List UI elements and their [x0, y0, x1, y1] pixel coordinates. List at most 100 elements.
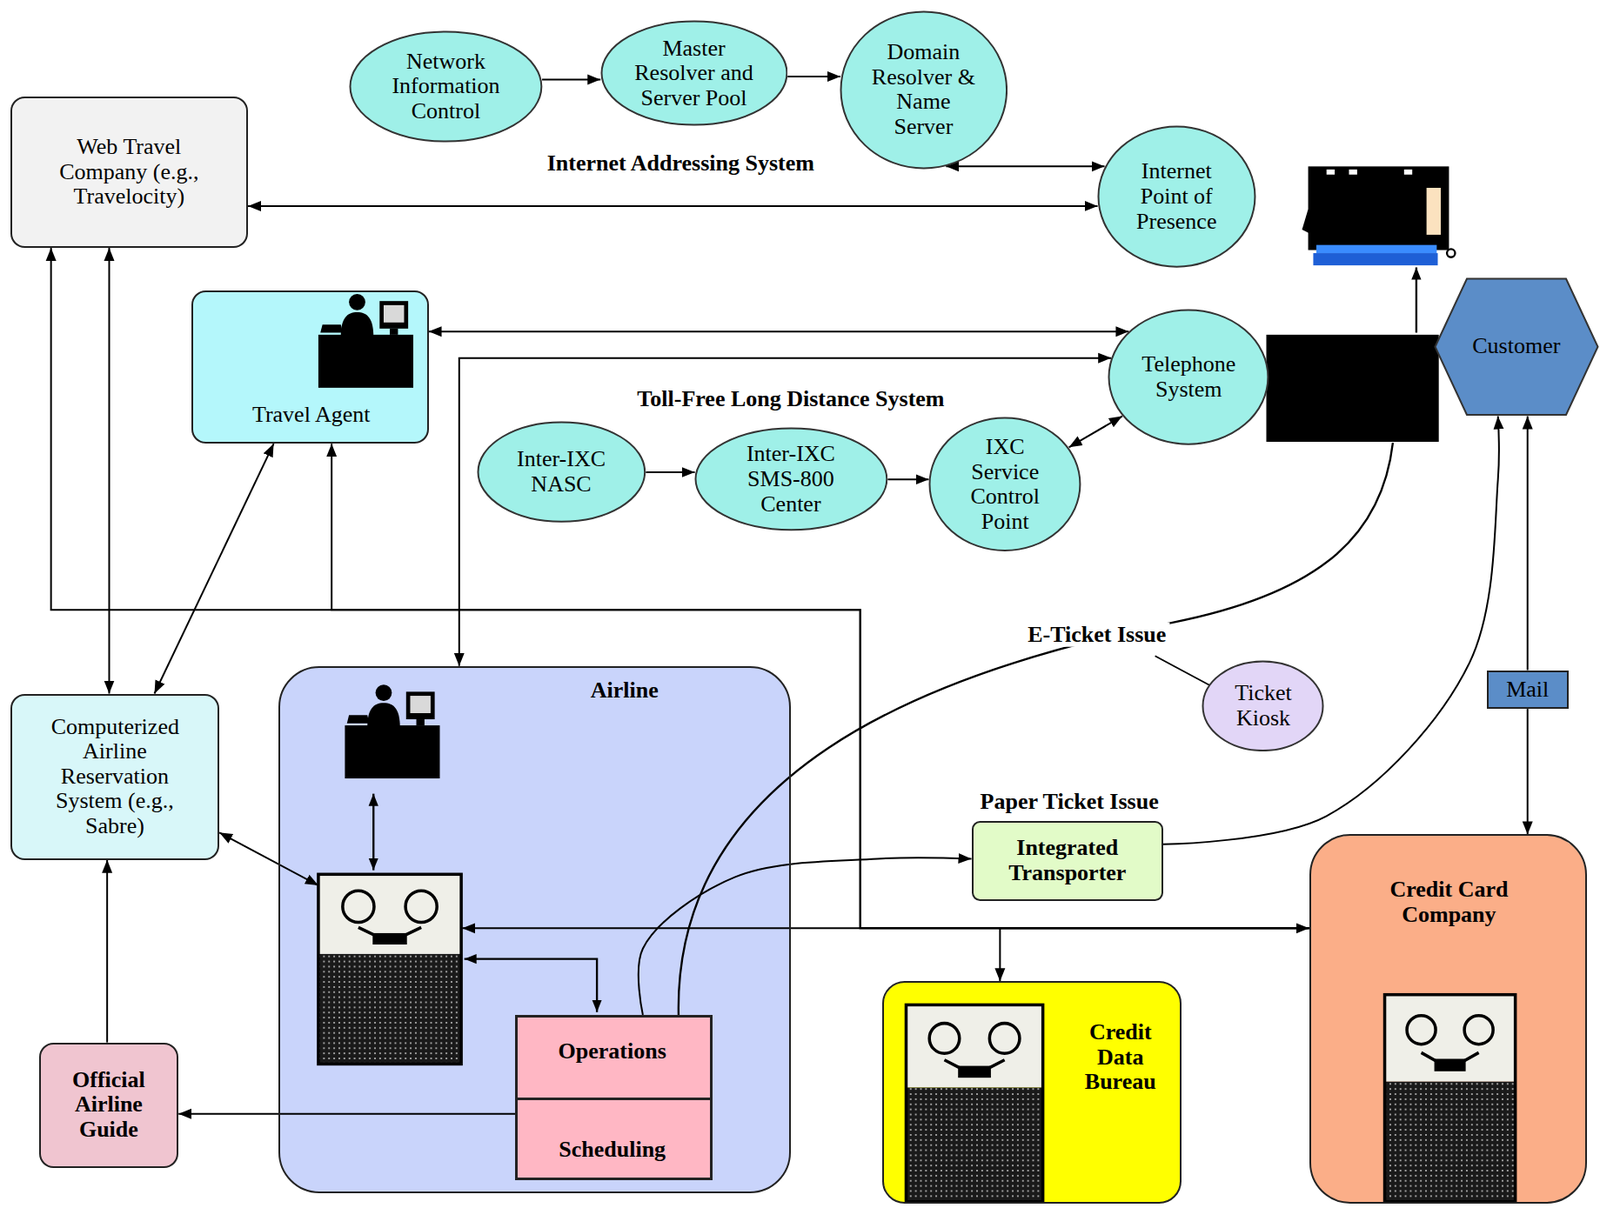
- drawing-part: [477, 422, 645, 523]
- drawing-part: [1385, 995, 1516, 1203]
- desk-tape-arrow: [372, 794, 375, 871]
- node-text: Travel Agent: [252, 402, 371, 429]
- connector: [1526, 709, 1529, 835]
- drawing-part: [1434, 1059, 1467, 1072]
- drawing-part: [930, 418, 1081, 551]
- drawing-part: [905, 1004, 1043, 1202]
- node-text: Mail: [1506, 677, 1549, 703]
- drawing-part: [905, 1087, 1043, 1202]
- drawing-part: [367, 702, 401, 728]
- drawing-part: [416, 719, 425, 726]
- drawing-part: [601, 21, 787, 126]
- drawing-part: [1426, 187, 1441, 235]
- drawing-part: [348, 294, 366, 311]
- connector: [887, 478, 929, 481]
- drawing-part: [347, 715, 370, 724]
- desk-clerk-icon: [344, 684, 440, 779]
- operations-box: OperationsScheduling: [515, 1015, 712, 1181]
- addressing-ellipse: Master Resolver and Server Pool: [600, 20, 789, 127]
- drawing-part: [1312, 253, 1438, 266]
- drawing-part: [1464, 1016, 1493, 1045]
- drawing-part: [318, 334, 414, 389]
- node-text: Credit Card Company: [1382, 877, 1515, 928]
- drawing-part: [1406, 1016, 1436, 1045]
- connector: [645, 471, 695, 474]
- kiosk-ellipse: Ticket Kiosk: [1201, 660, 1325, 753]
- node-text: Ticket Kiosk: [1222, 681, 1305, 731]
- node-fill: [883, 982, 1181, 1204]
- section-label: E-Ticket Issue: [1024, 622, 1170, 648]
- node-text: Telephone System: [1132, 352, 1246, 402]
- drawing-part: [318, 954, 462, 1065]
- bureau-box: Credit Data Bureau: [882, 981, 1182, 1205]
- connector: [106, 860, 108, 1044]
- drawing-part: [379, 301, 409, 329]
- drawing-part: [375, 684, 393, 702]
- tape-drive-icon: [905, 1004, 1043, 1202]
- tape-drive-icon: [318, 874, 462, 1065]
- connector: [999, 928, 1309, 982]
- section-label: Paper Ticket Issue: [977, 789, 1163, 816]
- drawing-part: [318, 874, 462, 955]
- tape-operations-arrow: [464, 959, 597, 1013]
- connector: [1526, 416, 1529, 671]
- connector: [787, 75, 841, 78]
- drawing-part: [383, 305, 404, 323]
- node-text: Inter-IXC NASC: [505, 447, 618, 497]
- guide-box: Official Airline Guide: [39, 1043, 180, 1169]
- drawing-part: [409, 696, 430, 714]
- tape-drive-icon: [1385, 995, 1516, 1203]
- tollfree-ellipse: IXC Service Control Point: [928, 416, 1082, 552]
- node-text: Web Travel Company (e.g., Travelocity): [34, 134, 224, 210]
- node-text: Scheduling: [558, 1137, 666, 1163]
- drawing-part: [1097, 127, 1255, 268]
- drawing-part: [957, 1066, 991, 1079]
- node-text: Customer: [1472, 334, 1560, 360]
- drawing-part: [372, 933, 407, 945]
- telephone-box: [1265, 334, 1439, 442]
- connector: [945, 165, 1105, 168]
- node-text: Official Airline Guide: [52, 1068, 165, 1144]
- connector: [428, 330, 1130, 333]
- drawing-part: [350, 32, 543, 142]
- telephone-ellipse: Telephone System: [1107, 308, 1270, 446]
- company-box: Web Travel Company (e.g., Travelocity): [10, 96, 248, 248]
- drawing-part: [1385, 1082, 1516, 1203]
- drawing-part: [1308, 166, 1450, 250]
- transporter-box: Integrated Transporter: [971, 821, 1164, 901]
- node-fill: [192, 291, 428, 443]
- customer-hexagon: Customer: [1433, 277, 1600, 417]
- tollfree-ellipse: Inter-IXC NASC: [476, 421, 647, 523]
- drawing-part: [1109, 310, 1269, 445]
- drawing-part: [840, 11, 1007, 168]
- drawing-part: [320, 324, 343, 333]
- connector: [51, 247, 1310, 929]
- connector: [459, 358, 1112, 667]
- addressing-ellipse: Network Information Control: [348, 30, 543, 143]
- node-text: Airline: [590, 678, 659, 704]
- drawing-part: [905, 1004, 1043, 1088]
- drawing-part: [989, 1024, 1020, 1055]
- node-text: Internet Point of Presence: [1125, 159, 1228, 235]
- drawing-part: [318, 874, 462, 1065]
- node-fill: [1310, 835, 1587, 1204]
- drawing-part: [406, 691, 436, 720]
- connector: [542, 78, 601, 81]
- tollfree-ellipse: Inter-IXC SMS-800 Center: [694, 427, 889, 532]
- node-text: IXC Service Control Point: [954, 435, 1057, 535]
- node-text: Network Information Control: [379, 49, 512, 125]
- addressing-ellipse: Internet Point of Presence: [1097, 125, 1257, 268]
- reservation-box: Computerized Airline Reservation System …: [10, 694, 220, 861]
- connector: [219, 832, 319, 886]
- connector: [1069, 416, 1123, 449]
- card-company-box: Credit Card Company: [1309, 834, 1587, 1205]
- section-label: Toll-Free Long Distance System: [633, 386, 948, 412]
- drawing-part: [405, 890, 437, 923]
- drawing-part: [1446, 248, 1455, 257]
- drawing-part: [389, 328, 398, 335]
- drawing-part: [344, 725, 440, 779]
- drawing-part: [695, 428, 887, 531]
- addressing-ellipse: Domain Resolver & Name Server: [839, 10, 1009, 170]
